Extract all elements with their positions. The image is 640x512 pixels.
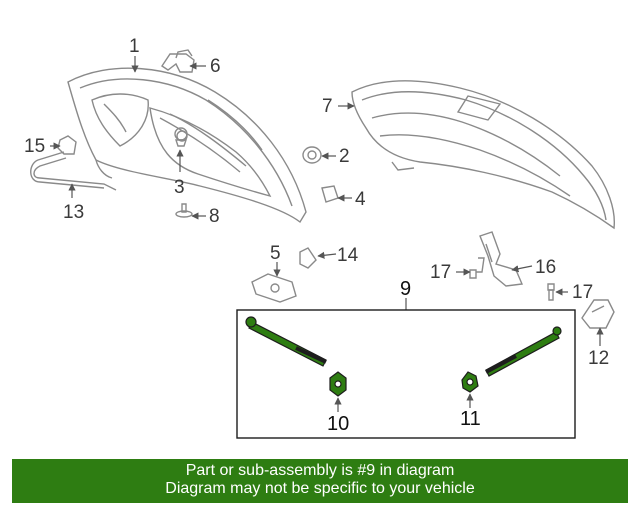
clip-icon <box>175 203 193 218</box>
ball-stud-icon <box>461 371 479 393</box>
callout-17-right: 17 <box>572 282 593 303</box>
bolt-icon <box>547 283 555 301</box>
bolt-icon <box>469 257 485 279</box>
lift-support-strut-icon <box>485 326 562 377</box>
bumper-icon <box>302 146 322 164</box>
callout-6: 6 <box>210 56 221 77</box>
ball-stud-icon <box>329 371 347 397</box>
assembly-9-box <box>236 309 576 439</box>
callout-8: 8 <box>209 206 220 227</box>
callout-12: 12 <box>588 348 609 369</box>
banner-line-2: Diagram may not be specific to your vehi… <box>165 480 475 497</box>
part-info-banner: Part or sub-assembly is #9 in diagram Di… <box>12 459 628 503</box>
callout-2: 2 <box>339 146 350 167</box>
callout-5: 5 <box>270 243 281 264</box>
callout-15: 15 <box>24 136 45 157</box>
callout-17-left: 17 <box>430 262 451 283</box>
assembly-leaders <box>334 393 474 412</box>
clip-icon <box>299 247 317 269</box>
bracket-icon <box>251 273 297 303</box>
callout-10: 10 <box>327 413 349 435</box>
callout-16: 16 <box>535 257 556 278</box>
callout-14: 14 <box>337 245 359 266</box>
bracket-icon <box>161 49 195 73</box>
banner-line-1: Part or sub-assembly is #9 in diagram <box>185 462 455 479</box>
support-rod-icon <box>30 151 117 191</box>
hood-outer-panel-icon <box>351 80 615 230</box>
callout-3: 3 <box>174 177 185 198</box>
lift-support-strut-icon <box>245 316 327 367</box>
callout-11: 11 <box>460 408 481 430</box>
clip-icon <box>57 135 77 155</box>
bracket-icon <box>581 299 615 329</box>
callout-1: 1 <box>129 36 140 57</box>
callout-13: 13 <box>63 202 84 223</box>
clip-icon <box>321 185 339 203</box>
ball-stud-icon <box>174 127 188 147</box>
callout-7: 7 <box>322 96 333 117</box>
hood-inner-panel-icon <box>67 67 307 224</box>
callout-4: 4 <box>355 189 366 210</box>
hinge-icon <box>479 231 524 287</box>
callout-9: 9 <box>400 278 411 300</box>
leader-lines <box>50 56 604 346</box>
